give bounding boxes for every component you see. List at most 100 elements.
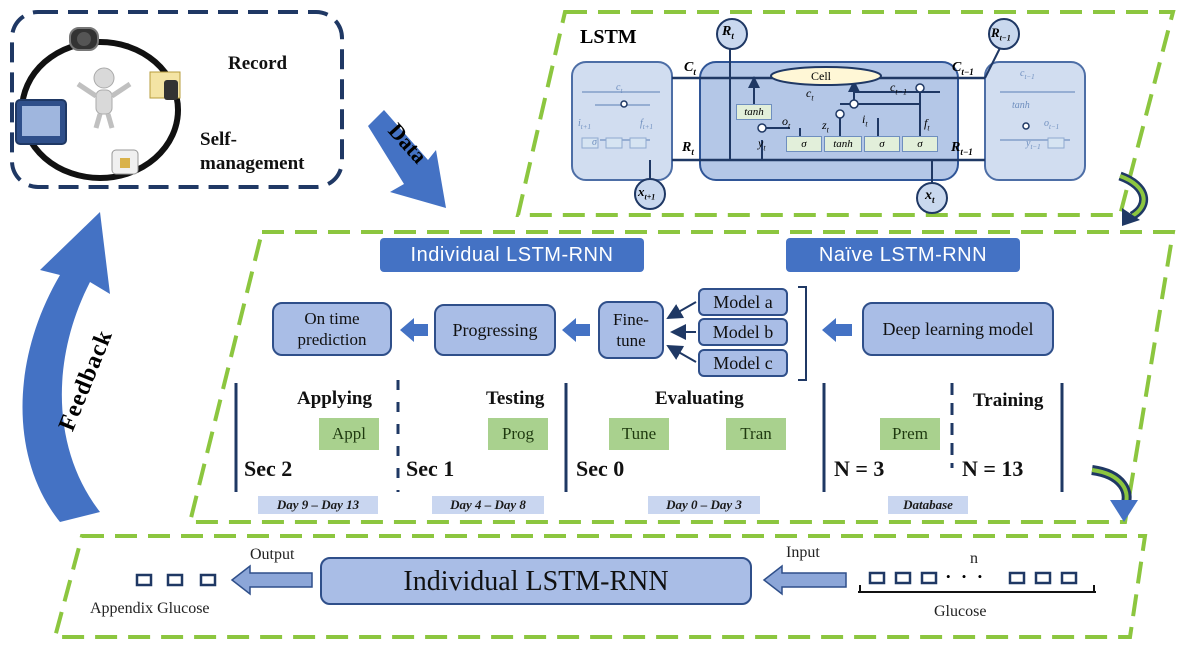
r-top-right-text: R	[991, 25, 1000, 40]
ghost-right-y-sub: t−1	[1030, 143, 1041, 151]
lstm-cell-ellipse	[770, 66, 882, 86]
ghost-right-c-sub: t−1	[1024, 73, 1035, 81]
r-top-right-sub: t−1	[999, 33, 1011, 43]
c-t-minus-text: C	[952, 60, 962, 75]
sim-card-icon	[111, 149, 139, 175]
output-arrow	[230, 564, 313, 596]
smartwatch-icon	[69, 27, 99, 51]
ghost-left-c-sub: t	[620, 87, 623, 95]
r-top-right-label: Rt−1	[991, 25, 1011, 43]
i-t-text: i	[862, 112, 866, 126]
person-icon	[76, 67, 132, 129]
r-t-minus-text: R	[951, 140, 961, 155]
glucose-meter-icon	[149, 71, 181, 100]
model-b-box: Model b	[698, 318, 788, 346]
r-top-left-sub: t	[731, 30, 734, 41]
models-bracket	[798, 286, 807, 381]
on-time-prediction-box: On time prediction	[272, 302, 392, 356]
section-sec0: Sec 0	[576, 456, 625, 481]
f-t-sub: t	[927, 123, 930, 133]
tanh-top-box: tanh	[736, 104, 772, 120]
c-t-minus-sub: t−1	[961, 66, 974, 77]
day-range-4-8: Day 4 – Day 8	[432, 496, 544, 514]
gate-sigma-input: σ	[864, 136, 900, 152]
record-label: Record	[228, 53, 288, 74]
curved-arrow-top	[1118, 171, 1149, 226]
lstm-panel-frame	[515, 10, 1176, 217]
flow-arrows	[400, 318, 852, 342]
bottom-panel-frame	[52, 534, 1148, 639]
input-label: Input	[786, 544, 820, 561]
ghost-right-tanh: tanh	[1012, 100, 1030, 111]
f-t-text: f	[924, 116, 928, 130]
ghost-right-o-text: o	[1044, 118, 1049, 129]
ghost-left-f-sub: t+1	[642, 123, 653, 131]
r-t-minus-sub: t−1	[960, 146, 973, 157]
tag-prog: Prog	[488, 418, 548, 450]
section-sec2: Sec 2	[244, 456, 293, 481]
r-top-left-label: Rt	[722, 24, 734, 41]
r-t-minus-label: Rt−1	[951, 140, 973, 157]
c-t-sub: t	[693, 66, 696, 77]
record-panel-frame	[10, 10, 344, 189]
middle-panel-frame	[187, 230, 1176, 524]
z-t-text: z	[822, 118, 827, 132]
cell-label: Cell	[811, 69, 831, 83]
gate-sigma-forget: σ	[902, 136, 938, 152]
ghost-left-c-text: c	[616, 82, 621, 93]
section-n3: N = 3	[834, 456, 885, 481]
x-right-sub: t	[932, 194, 935, 205]
feedback-arrow	[22, 212, 110, 522]
day-range-9-13: Day 9 – Day 13	[258, 496, 378, 514]
glucose-squares	[868, 571, 1078, 585]
data-arrow	[368, 110, 446, 208]
r-t-text: R	[682, 140, 692, 155]
ghost-left-i-text: i	[578, 118, 581, 129]
appendix-glucose-label: Appendix Glucose	[90, 600, 210, 617]
header-applying: Applying	[297, 388, 372, 409]
c-t-label: Ct	[684, 60, 696, 77]
x-right-node	[916, 182, 948, 214]
ghost-right-o-sub: t−1	[1049, 123, 1060, 131]
model-a-box: Model a	[698, 288, 788, 316]
o-t-sub: t	[788, 121, 791, 131]
x-right-text: x	[925, 188, 932, 203]
z-t-sub: t	[826, 125, 829, 135]
output-label: Output	[250, 546, 295, 563]
o-t-text: o	[782, 114, 788, 128]
ghost-left-f-text: f	[640, 118, 643, 129]
input-arrow	[762, 564, 847, 596]
f-t-label: ft	[924, 116, 930, 132]
lstm-ghost-cell-right	[984, 61, 1086, 181]
y-t-sub: t	[763, 143, 766, 153]
self-management-label: Self- management	[200, 129, 305, 174]
ghost-right-c: ct−1	[1020, 68, 1035, 81]
i-t-sub: t	[865, 119, 868, 129]
ghost-right-y-text: y	[1026, 138, 1031, 149]
tag-tran: Tran	[726, 418, 786, 450]
glucose-label: Glucose	[934, 603, 987, 620]
banner-individual-lstm-rnn: Individual LSTM-RNN	[380, 238, 644, 272]
z-t-label: zt	[822, 118, 829, 134]
tag-tune: Tune	[609, 418, 669, 450]
fine-tune-box: Fine- tune	[598, 301, 664, 359]
deep-learning-model-box: Deep learning model	[862, 302, 1054, 356]
ghost-right-o: ot−1	[1044, 118, 1059, 131]
tag-prem: Prem	[880, 418, 940, 450]
ghost-right-y: yt−1	[1026, 138, 1041, 151]
curved-arrow-middle	[1091, 465, 1138, 522]
c-inner-minus-sub: t−1	[895, 87, 907, 97]
i-t-label: it	[862, 112, 868, 128]
c-inner-label: ct	[806, 86, 814, 102]
x-left-text: x	[638, 184, 645, 199]
r-t-label: Rt	[682, 140, 694, 157]
c-inner-text: c	[806, 86, 812, 100]
section-n13: N = 13	[962, 456, 1024, 481]
y-t-label: yt	[758, 136, 766, 152]
model-c-box: Model c	[698, 349, 788, 377]
ghost-left-i: it+1	[578, 118, 591, 131]
n-label: n	[970, 550, 978, 567]
header-training: Training	[973, 390, 1044, 411]
r-top-left-text: R	[722, 24, 732, 39]
database-label: Database	[888, 496, 968, 514]
